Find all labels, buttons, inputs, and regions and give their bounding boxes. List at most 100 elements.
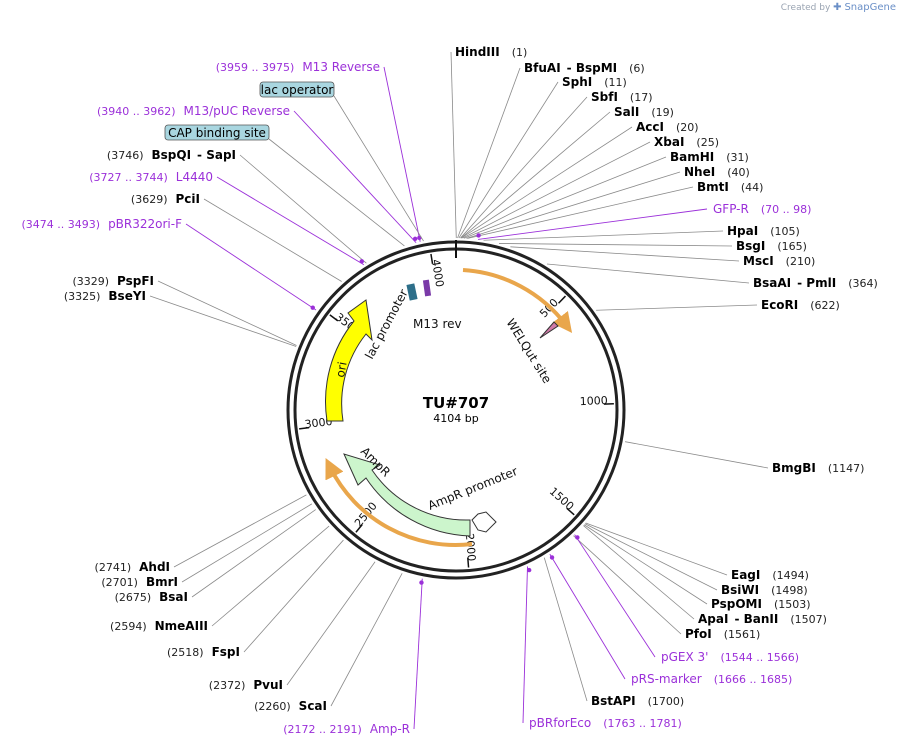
site-position: (105) <box>770 225 800 238</box>
site-position: (210) <box>786 255 816 268</box>
credit-prefix: Created by <box>780 3 831 13</box>
site-leader-line <box>510 246 740 262</box>
primer-label: GFP-R(70 .. 98) <box>713 202 811 216</box>
site-name: PspFI <box>117 274 154 288</box>
restriction-site-label: HpaI(105) <box>727 224 800 238</box>
site-position: (364) <box>848 277 878 290</box>
site-position: (2594) <box>110 620 147 633</box>
restriction-site-label: BstAPI(1700) <box>591 694 684 708</box>
primer-leader-line <box>574 534 656 658</box>
restriction-site-label: BfuAI- BspMI(6) <box>524 61 645 75</box>
primer-name: L4440 <box>176 170 213 184</box>
restriction-site-label: (2741)AhdI <box>95 560 170 574</box>
site-leader-line <box>585 522 728 576</box>
site-name: ApaI <box>698 612 728 626</box>
restriction-site-label: (3329) PspFI <box>72 274 154 288</box>
site-position: (17) <box>630 91 653 104</box>
primer-labels: GFP-R(70 .. 98)pGEX 3'(1544 .. 1566)pRS-… <box>22 60 812 736</box>
primer-binding-mark <box>359 259 364 264</box>
tick-label: 4000 <box>429 258 446 288</box>
site-leader-line <box>330 573 403 707</box>
site-position: (11) <box>604 76 627 89</box>
site-leader-line <box>460 96 588 239</box>
site-leader-line <box>624 441 769 469</box>
site-position: (3746) <box>107 149 144 162</box>
m13-rev-label: M13 rev <box>413 317 462 331</box>
restriction-site-label: (2594) NmeAIII <box>110 619 208 633</box>
site-position: (3329) <box>72 275 109 288</box>
site-leader-line <box>457 67 521 239</box>
site-name: BamHI <box>670 150 714 164</box>
restriction-site-label: MscI(210) <box>743 254 815 268</box>
tick-mark <box>329 314 339 322</box>
site-name: PvuI <box>253 678 283 692</box>
primer-binding-mark <box>419 580 424 585</box>
site-position: (3629) <box>131 193 168 206</box>
restriction-site-label: PfoI(1561) <box>685 627 760 641</box>
restriction-site-label: AccI(20) <box>636 120 699 134</box>
primer-leader-line <box>293 110 417 244</box>
ampr-feature-arrow <box>343 453 471 537</box>
primer-label: pRS-marker(1666 .. 1685) <box>631 672 792 686</box>
site-name: EcoRI <box>761 298 798 312</box>
site-leader-line <box>461 126 633 239</box>
site-name-2: - SapI <box>197 148 236 162</box>
m13-rev-mark <box>422 279 432 297</box>
site-name: BseYI <box>108 289 146 303</box>
restriction-site-label: NheI (40) <box>684 165 750 179</box>
site-leader-line <box>203 198 342 282</box>
primer-name: Amp-R <box>370 722 410 736</box>
primer-range: (2172 .. 2191) <box>283 723 362 736</box>
restriction-site-label: HindIII (1) <box>455 45 527 59</box>
primer-name: pBR322ori-F <box>108 217 182 231</box>
primer-binding-mark <box>575 535 580 540</box>
site-name: BmrI <box>146 575 178 589</box>
plasmid-name: TU#707 <box>423 394 489 412</box>
site-leader-line <box>157 280 297 346</box>
primer-binding-mark <box>476 233 481 238</box>
restriction-site-label: BmtI(44) <box>697 180 763 194</box>
restriction-site-label: (2372)PvuI <box>209 678 283 692</box>
restriction-site-label: BsaAI- PmlI(364) <box>753 276 878 290</box>
site-name: HindIII <box>455 45 500 59</box>
tick-label: 1000 <box>580 394 608 408</box>
site-leader-line <box>462 141 651 239</box>
welqut-site-label: WELQut site <box>503 316 554 386</box>
site-leader-line <box>173 494 307 568</box>
primer-binding-mark <box>549 555 555 560</box>
site-name: FspI <box>212 645 240 659</box>
snapgene-logo-icon: ✚ <box>833 2 842 13</box>
site-position: (2675) <box>115 591 152 604</box>
site-position: (40) <box>727 166 750 179</box>
lac-promoter-mark <box>406 283 418 301</box>
primer-leader-line <box>549 553 626 680</box>
site-position: (1494) <box>772 569 809 582</box>
site-name-2: - PmlI <box>797 276 836 290</box>
tick-mark <box>430 253 434 264</box>
site-name: NmeAIII <box>155 619 208 633</box>
site-position: (1) <box>512 46 528 59</box>
primer-name: M13/pUC Reverse <box>184 104 291 118</box>
site-name: BstAPI <box>591 694 636 708</box>
site-leader-line <box>239 154 367 264</box>
welqut-site-mark <box>539 321 559 339</box>
site-name: BmtI <box>697 180 729 194</box>
site-leader-line <box>583 524 708 605</box>
restriction-site-label: BsiWI(1498) <box>721 583 808 597</box>
primer-name: M13 Reverse <box>302 60 380 74</box>
site-name: NheI <box>684 165 715 179</box>
orf-arc-bottom <box>325 458 473 547</box>
tick-label: 1500 <box>547 485 577 513</box>
site-name: EagI <box>731 568 760 582</box>
site-name: SbfI <box>591 90 618 104</box>
site-name: PspOMI <box>711 597 762 611</box>
site-name-2: - BspMI <box>567 61 617 75</box>
site-name: BsaI <box>159 590 188 604</box>
tick-label: 2000 <box>463 533 478 562</box>
site-leader-line <box>546 263 750 284</box>
feature-box <box>164 124 270 141</box>
restriction-site-label: (2260)ScaI <box>254 699 327 713</box>
primer-name: GFP-R <box>713 202 749 216</box>
plasmid-size: 4104 bp <box>433 412 478 425</box>
